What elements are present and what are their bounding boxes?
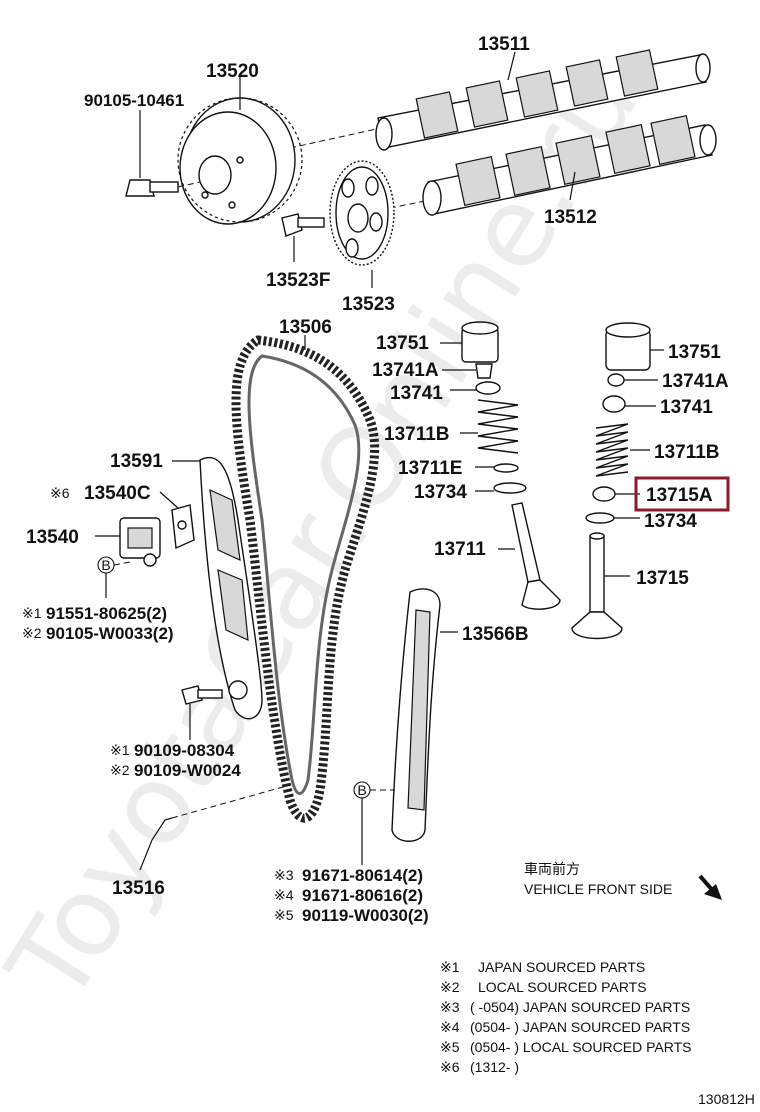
label-13741-right[interactable]: 13741 — [660, 397, 713, 418]
label-13751-left[interactable]: 13751 — [376, 333, 429, 354]
timing-chain-13506 — [231, 335, 380, 823]
mark-90119-W0030: ※5 — [274, 907, 294, 923]
highlight-13715A — [634, 476, 730, 512]
note-mark-1: ※1 — [440, 959, 460, 975]
svg-text:B: B — [101, 557, 110, 573]
label-13506[interactable]: 13506 — [279, 317, 332, 338]
label-13711B-left[interactable]: 13711B — [384, 424, 450, 445]
label-13741A-right[interactable]: 13741A — [662, 371, 729, 392]
valve-stack-left — [440, 321, 561, 610]
note-mark-2: ※2 — [440, 979, 460, 995]
note-text-1: JAPAN SOURCED PARTS — [478, 959, 645, 975]
label-13591[interactable]: 13591 — [110, 451, 163, 472]
note-text-5: (0504- ) LOCAL SOURCED PARTS — [470, 1039, 691, 1055]
label-13741-left[interactable]: 13741 — [390, 383, 443, 404]
mark-91551: ※1 — [22, 605, 42, 621]
direction-arrow — [698, 874, 722, 900]
label-90109-08304[interactable]: 90109-08304 — [134, 741, 235, 760]
mark-90109-W0024: ※2 — [110, 762, 130, 778]
mark-91671-80616: ※4 — [274, 887, 294, 903]
label-90105-W0033[interactable]: 90105-W0033(2) — [46, 624, 174, 643]
label-91551-80625[interactable]: 91551-80625(2) — [46, 604, 167, 623]
label-13711[interactable]: 13711 — [434, 539, 486, 560]
note-text-6: (1312- ) — [470, 1059, 519, 1075]
label-13715[interactable]: 13715 — [636, 568, 689, 589]
label-13540C[interactable]: 13540C — [84, 483, 151, 504]
camshaft-13512 — [379, 115, 717, 216]
label-13711E[interactable]: 13711E — [398, 458, 462, 479]
label-91671-80614[interactable]: 91671-80614(2) — [302, 866, 423, 885]
diagram-code: 130812H — [698, 1091, 755, 1107]
bolt-90109 — [181, 685, 223, 740]
label-13520[interactable]: 13520 — [206, 61, 259, 82]
chain-slipper-13566B — [391, 588, 458, 842]
label-90119-W0030[interactable]: 90119-W0030(2) — [302, 906, 429, 925]
bolt-13523F — [281, 213, 325, 262]
vvt-gear-13520 — [177, 75, 303, 225]
label-13540[interactable]: 13540 — [26, 527, 79, 548]
note-mark-4: ※4 — [440, 1019, 460, 1035]
note-mark-3: ※3 — [440, 999, 460, 1015]
label-13711B-right[interactable]: 13711B — [654, 442, 720, 463]
direction-label-en: VEHICLE FRONT SIDE — [524, 881, 672, 897]
bolt-90105-10461 — [125, 110, 201, 197]
valve-stack-right — [571, 322, 664, 640]
label-13715A[interactable]: 13715A — [646, 485, 713, 506]
mark-90105-W0033: ※2 — [22, 625, 42, 641]
label-91671-80616[interactable]: 91671-80616(2) — [302, 886, 423, 905]
bolt-marker-b: B — [97, 556, 131, 598]
mark-91671-80614: ※3 — [274, 867, 294, 883]
label-13566B[interactable]: 13566B — [462, 624, 529, 645]
pin-13516 — [139, 784, 291, 871]
note-text-4: (0504- ) JAPAN SOURCED PARTS — [470, 1019, 690, 1035]
chain-guide-13591 — [172, 456, 263, 720]
note-mark-6: ※6 — [440, 1059, 460, 1075]
tensioner-13540 — [95, 517, 161, 567]
label-13523[interactable]: 13523 — [342, 294, 395, 315]
note-mark-5: ※5 — [440, 1039, 460, 1055]
label-13741A-left[interactable]: 13741A — [372, 360, 439, 381]
mark-13540C: ※6 — [50, 485, 70, 501]
note-text-3: ( -0504) JAPAN SOURCED PARTS — [470, 999, 690, 1015]
camshaft-13511 — [289, 49, 711, 151]
sprocket-13523 — [329, 160, 395, 288]
notes-legend: ※1 JAPAN SOURCED PARTS ※2 LOCAL SOURCED … — [440, 959, 691, 1075]
label-13751-right[interactable]: 13751 — [668, 342, 721, 363]
label-13734-right[interactable]: 13734 — [644, 511, 697, 532]
label-13511[interactable]: 13511 — [478, 34, 530, 55]
direction-label-jp: 車両前方 — [524, 861, 580, 877]
label-13734-left[interactable]: 13734 — [414, 482, 467, 503]
mark-90109-08304: ※1 — [110, 742, 130, 758]
note-text-2: LOCAL SOURCED PARTS — [478, 979, 647, 995]
tensioner-plate-13540C — [159, 491, 195, 550]
bolt-marker-b-2: B — [353, 781, 395, 865]
svg-text:B: B — [357, 782, 366, 798]
label-90105-10461[interactable]: 90105-10461 — [84, 91, 184, 110]
label-13512[interactable]: 13512 — [544, 207, 597, 228]
label-13516[interactable]: 13516 — [112, 878, 165, 899]
label-13523F[interactable]: 13523F — [266, 270, 330, 291]
label-90109-W0024[interactable]: 90109-W0024 — [134, 761, 241, 780]
